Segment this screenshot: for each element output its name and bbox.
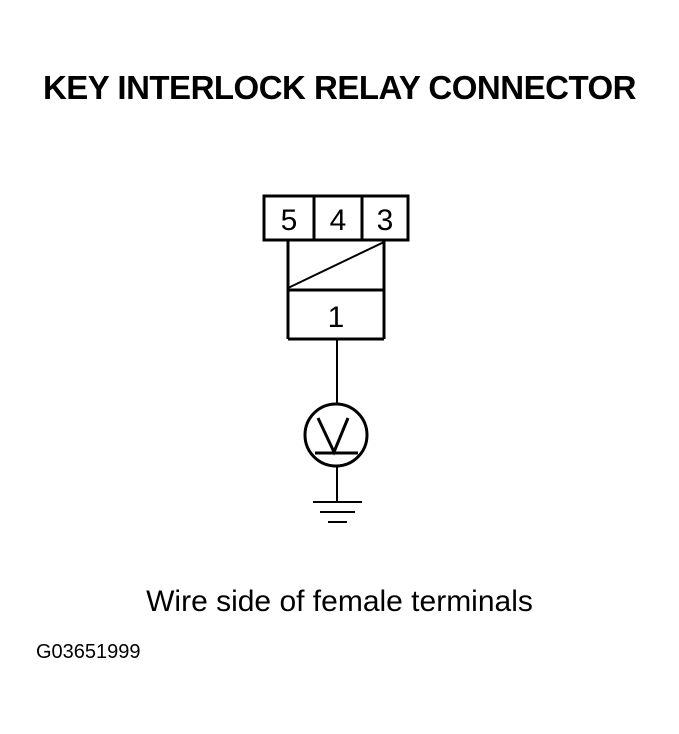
diagram-caption: Wire side of female terminals [146, 585, 533, 618]
jumper-wire [287, 241, 385, 289]
pin-label-4: 4 [330, 204, 347, 237]
voltmeter-icon [303, 402, 369, 468]
pin-label-3: 3 [377, 204, 394, 237]
ground-icon [313, 501, 362, 523]
figure-id: G03651999 [36, 641, 141, 663]
pin-label-5: 5 [281, 204, 298, 237]
pin-label-1: 1 [328, 301, 345, 334]
diagram-title: KEY INTERLOCK RELAY CONNECTOR [42, 69, 637, 106]
